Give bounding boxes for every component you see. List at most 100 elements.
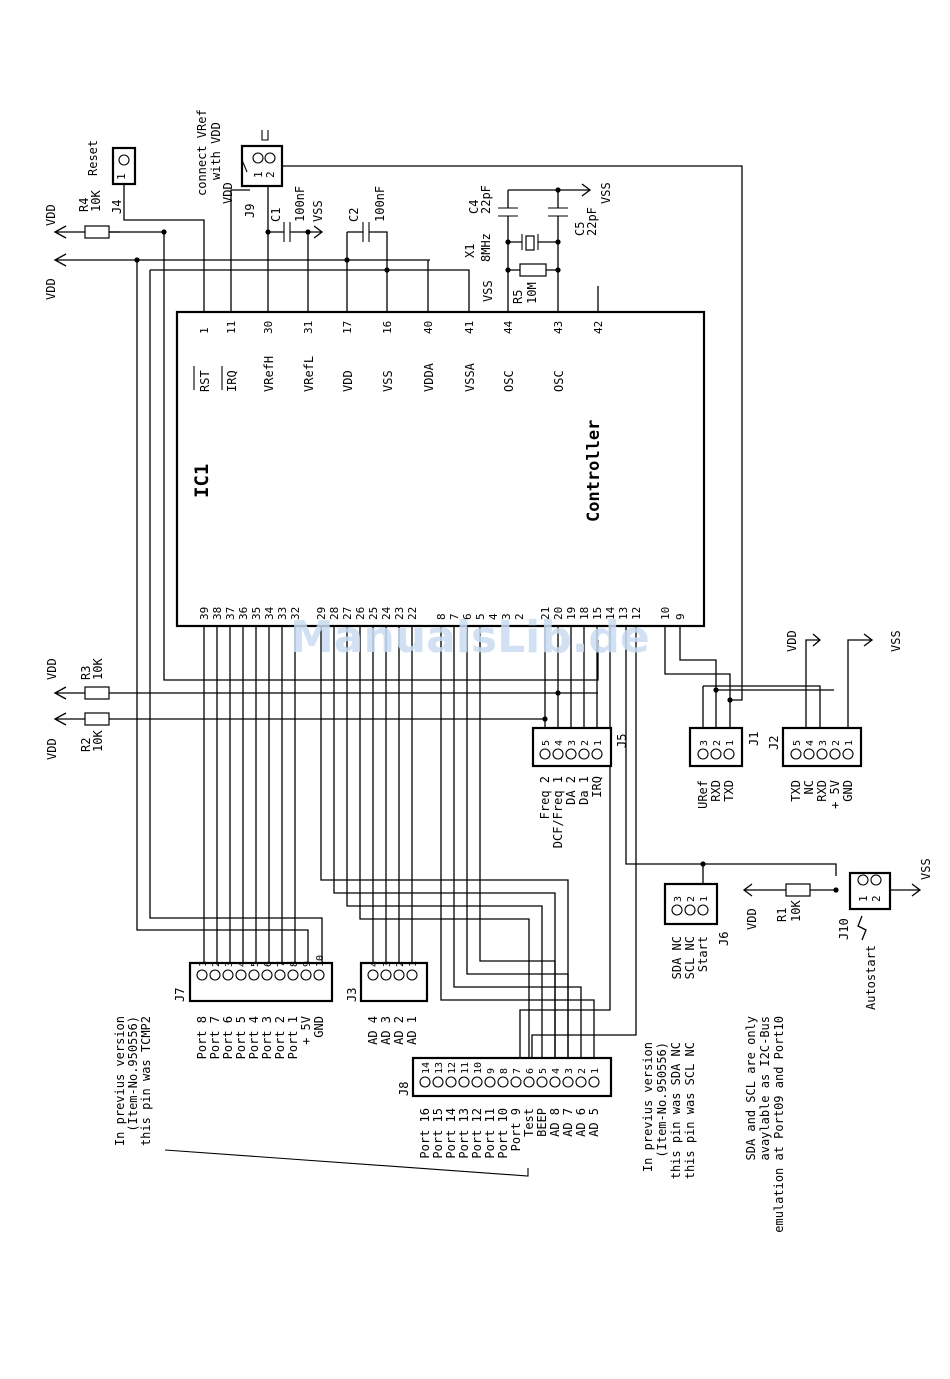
ic1-pin-30: 30 bbox=[262, 321, 275, 334]
j8-pin-12 bbox=[445, 1076, 457, 1088]
note1-line-2: this pin was TCMP2 bbox=[139, 1016, 153, 1146]
j5-connector bbox=[531, 726, 613, 768]
crystal-vss-label: VSS bbox=[599, 182, 613, 204]
ic1-pin-21: 21 bbox=[539, 607, 552, 620]
j2-pin-num-2: 2 bbox=[831, 740, 842, 746]
ic1-pin-38: 38 bbox=[211, 607, 224, 620]
c5-ref: C5 bbox=[573, 222, 587, 236]
j5-pin-num-5: 5 bbox=[541, 740, 552, 746]
j7-pin-num-5: 5 bbox=[250, 961, 261, 967]
j7-pin-num-2: 2 bbox=[211, 961, 222, 967]
j8-pin-11 bbox=[458, 1076, 470, 1088]
j2-pin-num-3: 3 bbox=[818, 740, 829, 746]
j8-pin-num-2: 2 bbox=[577, 1068, 588, 1074]
note-tcmp2: In previus version(Item-No.950556)this p… bbox=[113, 1016, 153, 1146]
j8-pin-8 bbox=[497, 1076, 509, 1088]
j7-pin-num-9: 9 bbox=[302, 961, 313, 967]
j1-connector bbox=[688, 726, 744, 768]
j3-pin-2 bbox=[393, 969, 405, 981]
vssa-label: VSS bbox=[481, 280, 495, 302]
j7-pin-num-10: 10 bbox=[315, 955, 326, 967]
vdd-label-r3: VDD bbox=[45, 658, 59, 680]
j6-pin-3 bbox=[671, 904, 683, 916]
ic1-pin-name-vdd: VDD bbox=[341, 370, 355, 392]
j2-label-3: + 5V bbox=[828, 780, 842, 809]
r2-resistor bbox=[84, 712, 110, 726]
j8-pin-num-1: 1 bbox=[590, 1068, 601, 1074]
j1-label-2: TXD bbox=[722, 780, 736, 802]
ic1-pin-23: 23 bbox=[393, 607, 406, 620]
j9-pin2: 2 bbox=[264, 171, 277, 178]
j8-pin-9 bbox=[484, 1076, 496, 1088]
j7-pin-num-4: 4 bbox=[237, 961, 248, 967]
j2-pin-num-5: 5 bbox=[792, 740, 803, 746]
j1-label-1: RXD bbox=[709, 780, 723, 802]
j8-pin-13 bbox=[432, 1076, 444, 1088]
ic1-pin-5: 5 bbox=[474, 613, 487, 620]
ic1-pin-name-vrefh: VRefH bbox=[262, 356, 276, 392]
j7-label-7: Port 1 bbox=[286, 1016, 300, 1059]
j5-pin-num-1: 1 bbox=[593, 740, 604, 746]
j2-pin-num-1: 1 bbox=[844, 740, 855, 746]
j8-label-1: Port 15 bbox=[431, 1108, 445, 1159]
vref-wire bbox=[282, 165, 743, 701]
ic1-ref: IC1 bbox=[191, 464, 213, 498]
j7-pin-num-7: 7 bbox=[276, 961, 287, 967]
r3-ref: R3 bbox=[79, 666, 93, 680]
j2-label-2: RXD bbox=[815, 780, 829, 802]
ic1-pin-12: 12 bbox=[630, 607, 643, 620]
j6-connector bbox=[663, 882, 719, 926]
j7-pin-9 bbox=[300, 969, 312, 981]
j6-label-2: Start bbox=[696, 936, 710, 972]
j8-pin-num-3: 3 bbox=[564, 1068, 575, 1074]
c1-value: 100nF bbox=[293, 186, 307, 222]
vdd-arrow-r2 bbox=[53, 712, 545, 726]
ic1-pin-2: 2 bbox=[513, 613, 526, 620]
j5-pin-5 bbox=[539, 748, 551, 760]
vssa-wire bbox=[150, 269, 470, 312]
j1-pin-1 bbox=[723, 748, 735, 760]
j5-label-1: DCF/Freq 1 bbox=[551, 776, 565, 848]
j10-connector bbox=[848, 871, 892, 911]
ic1-pin-29: 29 bbox=[315, 607, 328, 620]
j8-label-13: AD 5 bbox=[587, 1108, 601, 1137]
j3-label-3: AD 1 bbox=[405, 1016, 419, 1045]
c2-capacitor bbox=[362, 222, 370, 242]
j5-ref: J5 bbox=[615, 734, 629, 748]
r5-value: 10M bbox=[525, 282, 539, 304]
j7-connector bbox=[188, 961, 334, 1003]
j5-pin-num-4: 4 bbox=[554, 740, 565, 746]
j1-pin-num-3: 3 bbox=[699, 740, 710, 746]
ic1-pin-16: 16 bbox=[381, 321, 394, 334]
c1-ref: C1 bbox=[269, 208, 283, 222]
j7-pin-5 bbox=[248, 969, 260, 981]
j8-pin-3 bbox=[562, 1076, 574, 1088]
j2-power-arrows bbox=[805, 633, 874, 728]
j3-pin-3 bbox=[380, 969, 392, 981]
ic1-pin-42: 42 bbox=[592, 321, 605, 334]
j7-pin-7 bbox=[274, 969, 286, 981]
note2-line-2: this pin was SDA NC bbox=[669, 1042, 683, 1179]
j8-pin-num-6: 6 bbox=[525, 1068, 536, 1074]
ic1-pin-44: 44 bbox=[502, 320, 515, 334]
j7-label-4: Port 4 bbox=[247, 1016, 261, 1059]
j8-pin-14 bbox=[419, 1076, 431, 1088]
r5-resistor bbox=[519, 263, 547, 277]
j2-pin-num-4: 4 bbox=[805, 740, 816, 746]
note3-line-0: SDA and SCL are only bbox=[744, 1016, 758, 1161]
j7-pin-num-3: 3 bbox=[224, 961, 235, 967]
j8-pin-2 bbox=[575, 1076, 587, 1088]
j7-pin-num-1: 1 bbox=[198, 961, 209, 967]
reset-wire bbox=[109, 184, 599, 681]
ic1-pin-17: 17 bbox=[341, 321, 354, 334]
ic1-pin-41: 41 bbox=[463, 321, 476, 334]
ic1-pin-18: 18 bbox=[578, 607, 591, 620]
j7-pin-10 bbox=[313, 969, 325, 981]
c2-wiring bbox=[346, 231, 388, 312]
j2-label-0: TXD bbox=[789, 780, 803, 802]
j8-pin-num-5: 5 bbox=[538, 1068, 549, 1074]
j7-pin-2 bbox=[209, 969, 221, 981]
j2-label-1: NC bbox=[802, 780, 816, 794]
